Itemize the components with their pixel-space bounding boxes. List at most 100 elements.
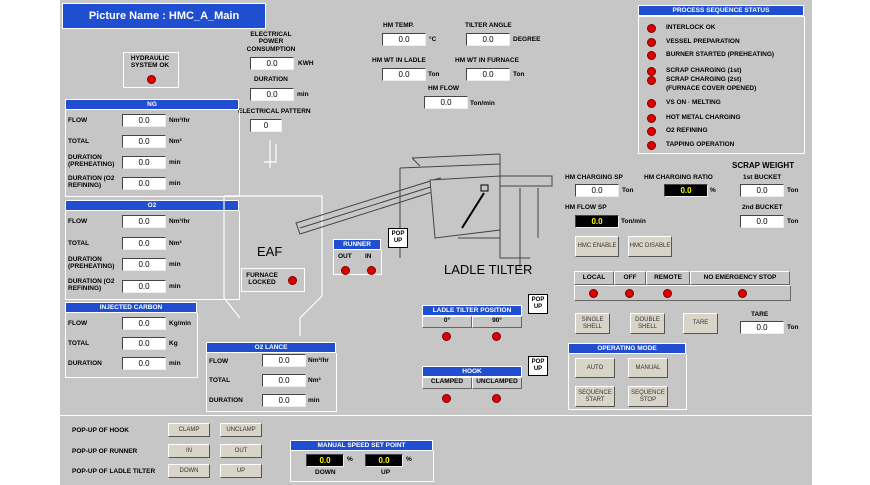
- pattern-label: ELECTRICAL PATTERN: [238, 108, 311, 115]
- mode-remote: REMOTE: [646, 271, 690, 285]
- auto-button[interactable]: AUTO: [575, 358, 615, 378]
- hmi-screen: Picture Name : HMC_A_Main HYDRAULIC SYST…: [60, 0, 812, 485]
- o2lance-flow-label: FLOW: [209, 358, 229, 365]
- tilter-arm: [461, 192, 485, 229]
- process-item-2: BURNER STARTED (PREHEATING): [666, 51, 775, 58]
- hm-charging-ratio-label: HM CHARGING RATIO: [644, 174, 713, 181]
- process-item-0: INTERLOCK OK: [666, 24, 716, 31]
- o2-total-value: 0.0: [122, 237, 166, 250]
- hook-unclamped-label: UNCLAMPED: [472, 377, 522, 389]
- carbon-flow-unit: Kg/min: [169, 320, 192, 327]
- runner-out-label: OUT: [338, 253, 352, 260]
- o2-dur-o2-label: DURATION (O2 REFINING): [68, 278, 115, 293]
- o2lance-dur-unit: min: [308, 397, 320, 404]
- ladle-tilter-label: LADLE TILTER: [444, 262, 533, 277]
- wt-ladle-unit: Ton: [428, 71, 440, 78]
- o2-total-label: TOTAL: [68, 240, 90, 247]
- process-led-9: [647, 141, 656, 150]
- double-shell-button[interactable]: DOUBLE SHELL: [630, 313, 665, 334]
- hook-clamped-led: [442, 394, 451, 403]
- o2lance-dur-value: 0.0: [262, 394, 306, 407]
- mode-off-led: [625, 289, 634, 298]
- hm-temp-unit: °C: [429, 36, 437, 43]
- o2lance-total-label: TOTAL: [209, 377, 231, 384]
- o2-dur-pre-unit: min: [169, 261, 181, 268]
- o2-dur-o2-unit: min: [169, 283, 181, 290]
- ng-total-value: 0.0: [122, 135, 166, 148]
- hmc-enable-button[interactable]: HMC ENABLE: [575, 236, 619, 257]
- ltp-90-label: 90°: [472, 316, 522, 328]
- carbon-flow-value: 0.0: [122, 317, 166, 330]
- ng-flow-value: 0.0: [122, 114, 166, 127]
- ng-dur-pre-unit: min: [169, 159, 181, 166]
- process-led-6: [647, 99, 656, 108]
- speed-down-label: DOWN: [315, 469, 336, 476]
- runner-in-button[interactable]: IN: [168, 444, 210, 458]
- duration-unit: min: [297, 91, 309, 98]
- hm-charging-ratio-value: 0.0: [664, 184, 708, 197]
- process-led-4: [647, 76, 656, 85]
- ltp-popup-button[interactable]: POP UP: [528, 294, 548, 314]
- hm-charging-sp-label: HM CHARGING SP: [565, 174, 623, 181]
- manual-button[interactable]: MANUAL: [628, 358, 668, 378]
- tilter-up-button[interactable]: UP: [220, 464, 262, 478]
- runner-out-button[interactable]: OUT: [220, 444, 262, 458]
- process-item-3: SCRAP CHARGING (1st): [666, 67, 742, 74]
- runner-panel: [333, 250, 382, 275]
- o2lance-dur-label: DURATION: [209, 397, 243, 404]
- carbon-dur-value: 0.0: [122, 357, 166, 370]
- o2lance-panel: [206, 353, 337, 412]
- hydraulic-box: [123, 52, 179, 88]
- bucket2-value: 0.0: [740, 215, 784, 228]
- hook-clamp-button[interactable]: CLAMP: [168, 423, 210, 437]
- runner-chute: [295, 177, 446, 235]
- hook-unclamp-button[interactable]: UNCLAMP: [220, 423, 262, 437]
- duration-label: DURATION: [254, 76, 288, 83]
- mode-local: LOCAL: [574, 271, 614, 285]
- carbon-total-unit: Kg: [169, 340, 178, 347]
- process-item-1: VESSEL PREPARATION: [666, 38, 740, 45]
- hm-flow-sp-unit: Ton/min: [621, 218, 646, 225]
- o2-total-unit: Nm³: [169, 240, 182, 247]
- ng-total-unit: Nm³: [169, 138, 182, 145]
- ng-flow-unit: Nm³/hr: [169, 117, 190, 124]
- process-item-9: TAPPING OPERATION: [666, 141, 735, 148]
- runner-popup-button[interactable]: POP UP: [388, 228, 408, 248]
- process-item-6: VS ON · MELTING: [666, 99, 721, 106]
- ng-dur-o2-value: 0.0: [122, 177, 166, 190]
- process-item-4: SCRAP CHARGING (2st): [666, 76, 742, 83]
- o2-flow-unit: Nm³/hr: [169, 218, 190, 225]
- o2-header: O2: [65, 200, 239, 211]
- hm-charging-sp-value: 0.0: [575, 184, 619, 197]
- ng-header: NG: [65, 99, 239, 110]
- wt-ladle-label: HM WT IN LADLE: [372, 57, 426, 64]
- hook-header: HOOK: [422, 366, 522, 377]
- o2lance-flow-value: 0.0: [262, 354, 306, 367]
- o2-panel: [65, 211, 240, 300]
- hook-popup-button[interactable]: POP UP: [528, 356, 548, 376]
- carbon-dur-label: DURATION: [68, 360, 102, 367]
- tilter-down-button[interactable]: DOWN: [168, 464, 210, 478]
- single-shell-button[interactable]: SINGLE SHELL: [575, 313, 610, 334]
- o2-flow-label: FLOW: [68, 218, 88, 225]
- speed-down-unit: %: [347, 456, 353, 463]
- hm-flow-label: HM FLOW: [428, 85, 460, 92]
- furnace-locked-box: [241, 268, 305, 292]
- pattern-value: 0: [250, 119, 282, 132]
- hook-icon: [480, 184, 489, 192]
- mode-no-emergency-stop: NO EMERGENCY STOP: [690, 271, 790, 285]
- tare-label: TARE: [751, 311, 769, 318]
- runner-in-led: [367, 266, 376, 275]
- sequence-stop-button[interactable]: SEQUENCE STOP: [628, 386, 668, 407]
- process-led-2: [647, 51, 656, 60]
- ltp-90-led: [492, 332, 501, 341]
- sequence-start-button[interactable]: SEQUENCE START: [575, 386, 615, 407]
- tare-button[interactable]: TARE: [683, 313, 718, 334]
- process-header: PROCESS SEQUENCE STATUS: [638, 5, 804, 16]
- mode-local-led: [589, 289, 598, 298]
- wt-furnace-value: 0.0: [466, 68, 510, 81]
- eaf-label: EAF: [257, 244, 283, 259]
- hmc-disable-button[interactable]: HMC DISABLE: [628, 236, 672, 257]
- o2-dur-pre-value: 0.0: [122, 258, 166, 271]
- hm-temp-label: HM TEMP.: [383, 22, 414, 29]
